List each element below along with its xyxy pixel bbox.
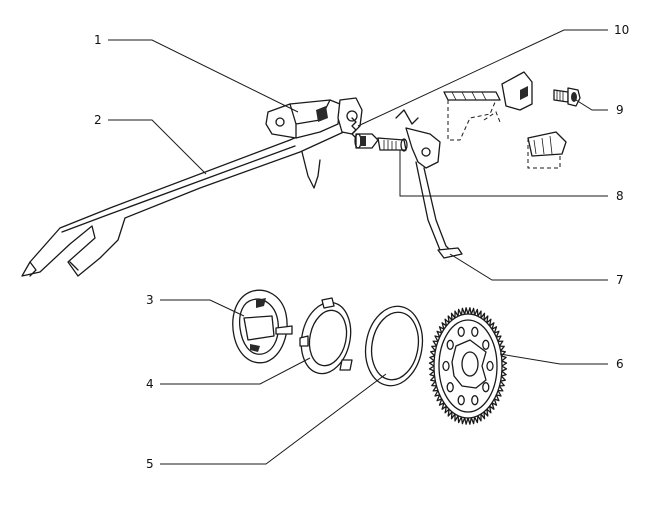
part-10-spring <box>351 117 379 149</box>
part-2-lever-arm <box>21 117 349 277</box>
callout-1: 1 <box>94 33 102 47</box>
callout-labels: 1 2 3 4 5 6 7 8 9 10 <box>94 23 629 471</box>
part-5-washer <box>364 305 424 387</box>
frame-fragment-lower <box>527 131 567 169</box>
callout-8: 8 <box>616 189 624 203</box>
callout-6: 6 <box>616 357 624 371</box>
part-3-cam-plate <box>232 289 293 364</box>
callout-10: 10 <box>614 23 629 37</box>
sprocket-hole <box>442 360 450 372</box>
frame-fragment-upper <box>443 71 533 141</box>
part-8-coupling <box>377 137 408 152</box>
part-1-pivot-bracket <box>265 97 363 189</box>
callout-3: 3 <box>146 293 154 307</box>
sprocket-hole <box>457 326 465 337</box>
callout-2: 2 <box>94 113 102 127</box>
sprocket-hole <box>471 326 479 337</box>
sprocket-hole <box>482 382 490 393</box>
part-6-sprocket <box>428 307 508 425</box>
sprocket-hole <box>471 395 479 406</box>
sprocket-hole <box>446 382 454 393</box>
callout-4: 4 <box>146 377 154 391</box>
part-4-retaining-ring <box>299 297 353 375</box>
leader-lines <box>108 29 608 465</box>
sprocket-hole <box>457 395 465 406</box>
sprocket-hole <box>486 360 494 372</box>
part-9-bolt <box>553 87 581 107</box>
callout-7: 7 <box>616 273 624 287</box>
sprocket-hole <box>482 339 490 350</box>
sprocket-hole <box>446 339 454 350</box>
part-7-side-stand <box>395 109 463 259</box>
callout-9: 9 <box>616 103 624 117</box>
callout-5: 5 <box>146 457 154 471</box>
